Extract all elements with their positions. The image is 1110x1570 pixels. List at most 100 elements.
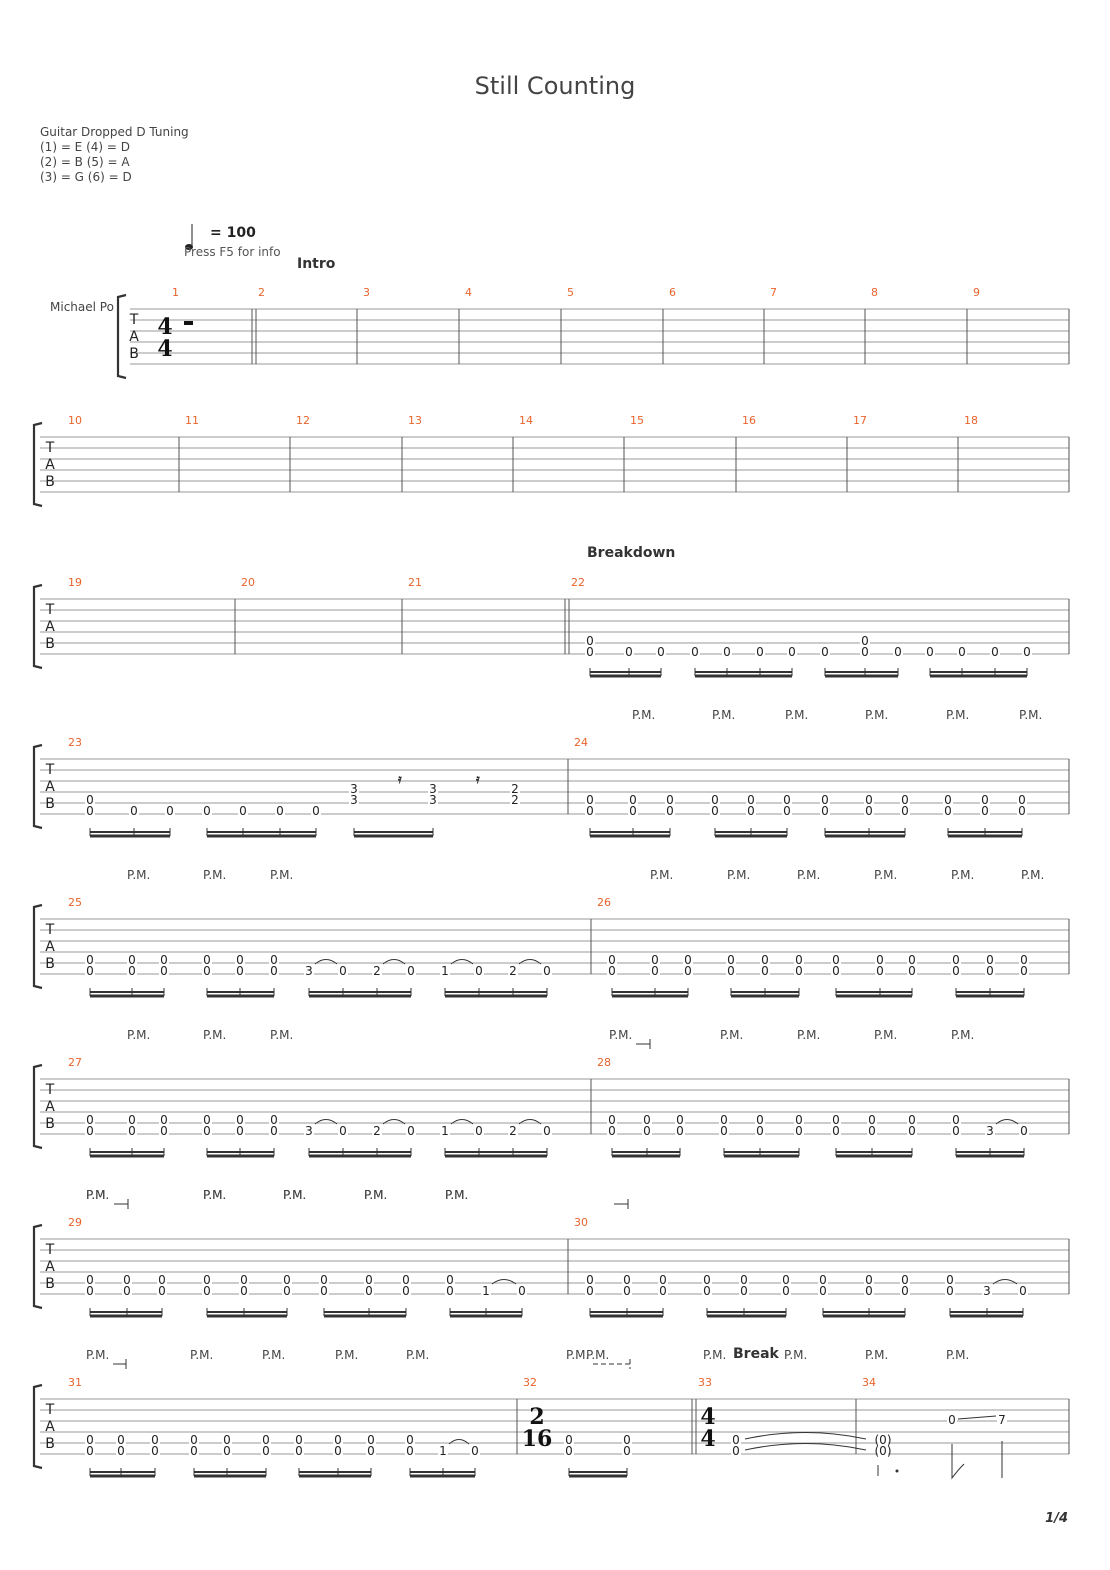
tab-letter: B bbox=[45, 1116, 55, 1132]
fret-number: 0 bbox=[908, 964, 916, 978]
bar-number: 2 bbox=[258, 286, 265, 299]
fret-number: (0) bbox=[875, 1444, 892, 1458]
fret-number: 0 bbox=[365, 1284, 373, 1298]
fret-number: 3 bbox=[429, 782, 437, 796]
fret-bg bbox=[564, 1434, 574, 1445]
page-number: 1/4 bbox=[1045, 1511, 1068, 1526]
fret-bg bbox=[746, 805, 756, 816]
fret-bg bbox=[235, 1114, 245, 1125]
fret-bg bbox=[304, 1125, 314, 1136]
fret-number: 0 bbox=[86, 1284, 94, 1298]
fret-bg bbox=[372, 1125, 382, 1136]
fret-number: 0 bbox=[1020, 964, 1028, 978]
palm-mute: P.M. bbox=[785, 708, 808, 722]
bar-number: 28 bbox=[597, 1056, 611, 1069]
fret-number: 7 bbox=[998, 1413, 1006, 1427]
fret-number: 0 bbox=[908, 1124, 916, 1138]
fret-number: 0 bbox=[203, 1273, 211, 1287]
fret-bg bbox=[622, 1434, 632, 1445]
fret-bg bbox=[275, 805, 285, 816]
fret-number: 0 bbox=[625, 645, 633, 659]
bar-number: 11 bbox=[185, 414, 199, 427]
fret-bg bbox=[510, 794, 520, 805]
fret-number: 0 bbox=[651, 953, 659, 967]
slide bbox=[957, 1415, 997, 1420]
fret-bg bbox=[517, 1285, 527, 1296]
bar-number: 15 bbox=[630, 414, 644, 427]
fret-bg bbox=[349, 794, 359, 805]
fret-bg bbox=[585, 805, 595, 816]
bar-number: 25 bbox=[68, 896, 82, 909]
fret-number: 0 bbox=[295, 1444, 303, 1458]
fret-bg bbox=[860, 635, 870, 646]
fret-bg bbox=[311, 805, 321, 816]
fret-number: 0 bbox=[367, 1433, 375, 1447]
fret-bg bbox=[428, 783, 438, 794]
fret-bg bbox=[508, 1125, 518, 1136]
bar-number: 7 bbox=[770, 286, 777, 299]
palm-mute: P.M. bbox=[86, 1188, 109, 1202]
fret-number: 0 bbox=[407, 1124, 415, 1138]
fret-number: 0 bbox=[203, 1113, 211, 1127]
fret-bg bbox=[945, 1274, 955, 1285]
fret-bg bbox=[990, 646, 1000, 657]
palm-mute: P.M. bbox=[946, 1348, 969, 1362]
fret-number: 0 bbox=[276, 804, 284, 818]
fret-number: 0 bbox=[158, 1273, 166, 1287]
fret-number: 0 bbox=[295, 1433, 303, 1447]
fret-number: 0 bbox=[865, 804, 873, 818]
bar-number: 14 bbox=[519, 414, 533, 427]
fret-number: 0 bbox=[160, 1113, 168, 1127]
fret-bg bbox=[269, 1114, 279, 1125]
fret-bg bbox=[831, 954, 841, 965]
fret-bg bbox=[372, 965, 382, 976]
fret-number: 0 bbox=[160, 953, 168, 967]
tab-letter: T bbox=[45, 1082, 55, 1098]
fret-bg bbox=[957, 646, 967, 657]
fret-number: 0 bbox=[86, 1433, 94, 1447]
fret-bg bbox=[282, 1285, 292, 1296]
fret-bg bbox=[405, 1445, 415, 1456]
palm-mute: P.M. bbox=[203, 1188, 226, 1202]
fret-bg bbox=[985, 965, 995, 976]
palm-mute: P.M. bbox=[720, 1028, 743, 1042]
fret-number: 0 bbox=[861, 645, 869, 659]
fret-number: 0 bbox=[586, 1284, 594, 1298]
fret-bg bbox=[364, 1285, 374, 1296]
section-breakdown: Breakdown bbox=[587, 545, 676, 561]
fret-bg bbox=[585, 1285, 595, 1296]
fret-number: 0 bbox=[691, 645, 699, 659]
fret-bg bbox=[202, 954, 212, 965]
fret-number: 0 bbox=[832, 1124, 840, 1138]
fret-bg bbox=[235, 965, 245, 976]
fret-number: 0 bbox=[86, 804, 94, 818]
fret-bg bbox=[470, 1445, 480, 1456]
fret-bg bbox=[760, 954, 770, 965]
fret-bg bbox=[338, 1125, 348, 1136]
fret-bg bbox=[867, 1114, 877, 1125]
fret-number: 0 bbox=[407, 964, 415, 978]
fret-number: 0 bbox=[240, 1284, 248, 1298]
fret-number: 0 bbox=[761, 953, 769, 967]
fret-number: 0 bbox=[586, 793, 594, 807]
fret-number: 0 bbox=[865, 1273, 873, 1287]
pm-end bbox=[114, 1199, 129, 1209]
fret-number: 1 bbox=[441, 1124, 449, 1138]
fret-bg bbox=[116, 1434, 126, 1445]
palm-mute: P.M. bbox=[190, 1348, 213, 1362]
fret-bg bbox=[440, 1125, 450, 1136]
fret-number: 0 bbox=[643, 1124, 651, 1138]
fret-bg bbox=[261, 1445, 271, 1456]
fret-number: 0 bbox=[986, 964, 994, 978]
time-sig-bottom: 4 bbox=[157, 336, 172, 362]
fret-bg bbox=[864, 1274, 874, 1285]
palm-mute: P.M. bbox=[609, 1028, 632, 1042]
fret-number: 0 bbox=[151, 1444, 159, 1458]
fret-number: 0 bbox=[518, 1284, 526, 1298]
fret-bg bbox=[349, 783, 359, 794]
fret-number: 2 bbox=[511, 782, 519, 796]
fret-bg bbox=[781, 1285, 791, 1296]
tab-letter: A bbox=[45, 1259, 55, 1275]
fret-bg bbox=[333, 1434, 343, 1445]
